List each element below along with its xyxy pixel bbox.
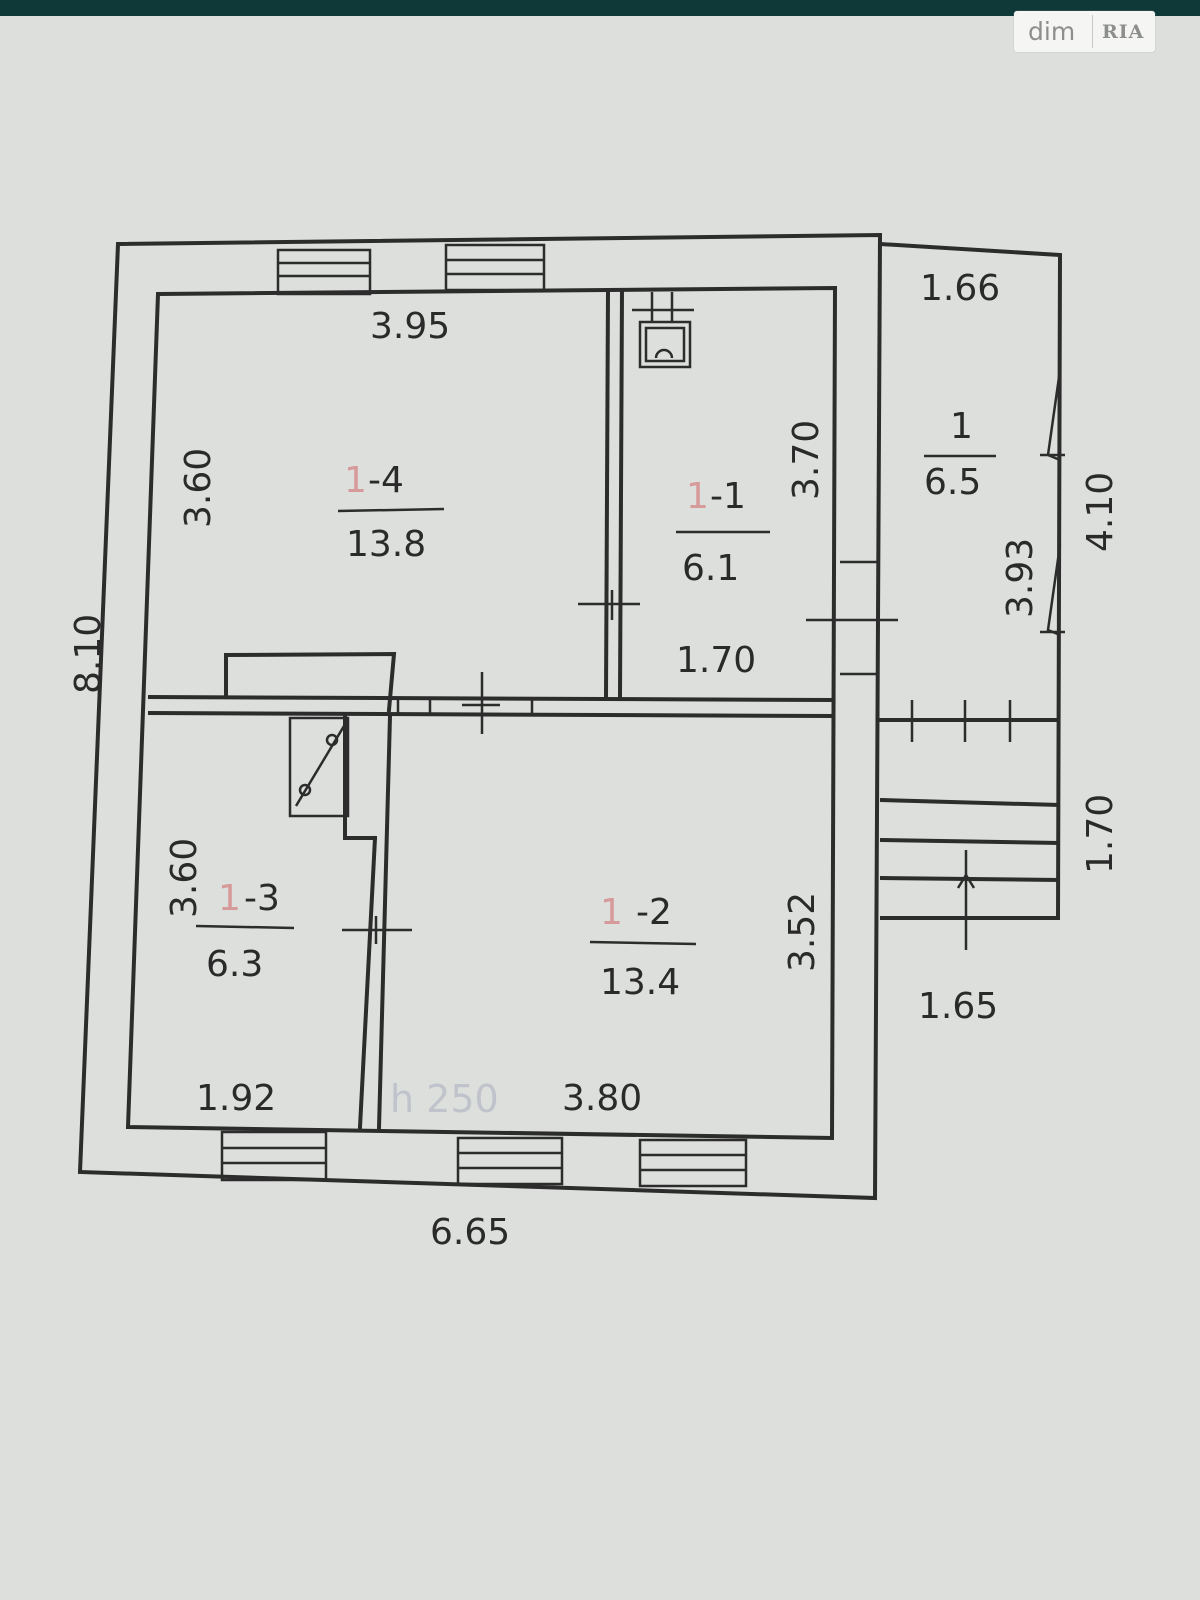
annex-outer-length: 4.10 [1080,472,1121,552]
room-1-4-prefix: 1 [344,460,367,501]
room-1-3-area: 6.3 [206,944,263,985]
room-1-4-width: 3.95 [370,306,450,347]
annex-area: 6.5 [924,462,981,503]
porch-steps [879,797,1061,950]
window-top-middle [444,243,546,292]
interior-walls [147,287,835,1131]
area-fraction-lines [195,454,996,946]
room-1-4-area: 13.8 [346,524,426,565]
room-1-1-area: 6.1 [682,548,739,589]
room-1-4-length: 3.60 [178,448,219,528]
room-1-1-length: 3.70 [786,420,827,500]
room-1-2-prefix: 1 [600,892,623,933]
window-bottom-middle [456,1136,564,1186]
stove-icon [632,292,694,369]
room-1-4-number: -4 [368,460,404,501]
room-1-3-width: 1.92 [196,1078,276,1119]
room-1-1-prefix: 1 [686,476,709,517]
window-bottom-left [220,1130,328,1182]
door-marks [342,560,1012,944]
porch-width-label: 1.65 [918,986,998,1027]
overall-height-label: 8.10 [68,614,109,694]
window-top-left [276,248,372,296]
room-1-2-length: 3.52 [782,892,823,972]
window-annex-side [1040,369,1065,637]
room-1-1-width: 1.70 [676,640,756,681]
dim-ria-watermark: dim RIA [1014,11,1155,52]
annex-number: 1 [950,406,973,447]
room-1-2-number: -2 [636,892,672,933]
window-bottom-right [638,1138,748,1188]
watermark-divider [1092,15,1093,48]
room-1-1-number: -1 [710,476,746,517]
watermark-ria-logo: RIA [1102,20,1145,43]
chimney-icon [288,716,350,818]
room-1-2-width: 3.80 [562,1078,642,1119]
overall-width-label: 6.65 [430,1212,510,1253]
room-1-2-area: 13.4 [600,962,680,1003]
room-1-3-number: -3 [244,878,280,919]
watermark-dim: dim [1028,17,1076,46]
annex-inner-length: 3.93 [1000,538,1041,618]
top-bar [0,0,1200,16]
room-1-3-prefix: 1 [218,878,241,919]
annex-walls [877,241,1063,920]
ceiling-height-label: h 250 [390,1077,499,1121]
porch-length-label: 1.70 [1080,794,1121,874]
room-1-3-length: 3.60 [164,838,205,918]
annex-width-label: 1.66 [920,268,1000,309]
